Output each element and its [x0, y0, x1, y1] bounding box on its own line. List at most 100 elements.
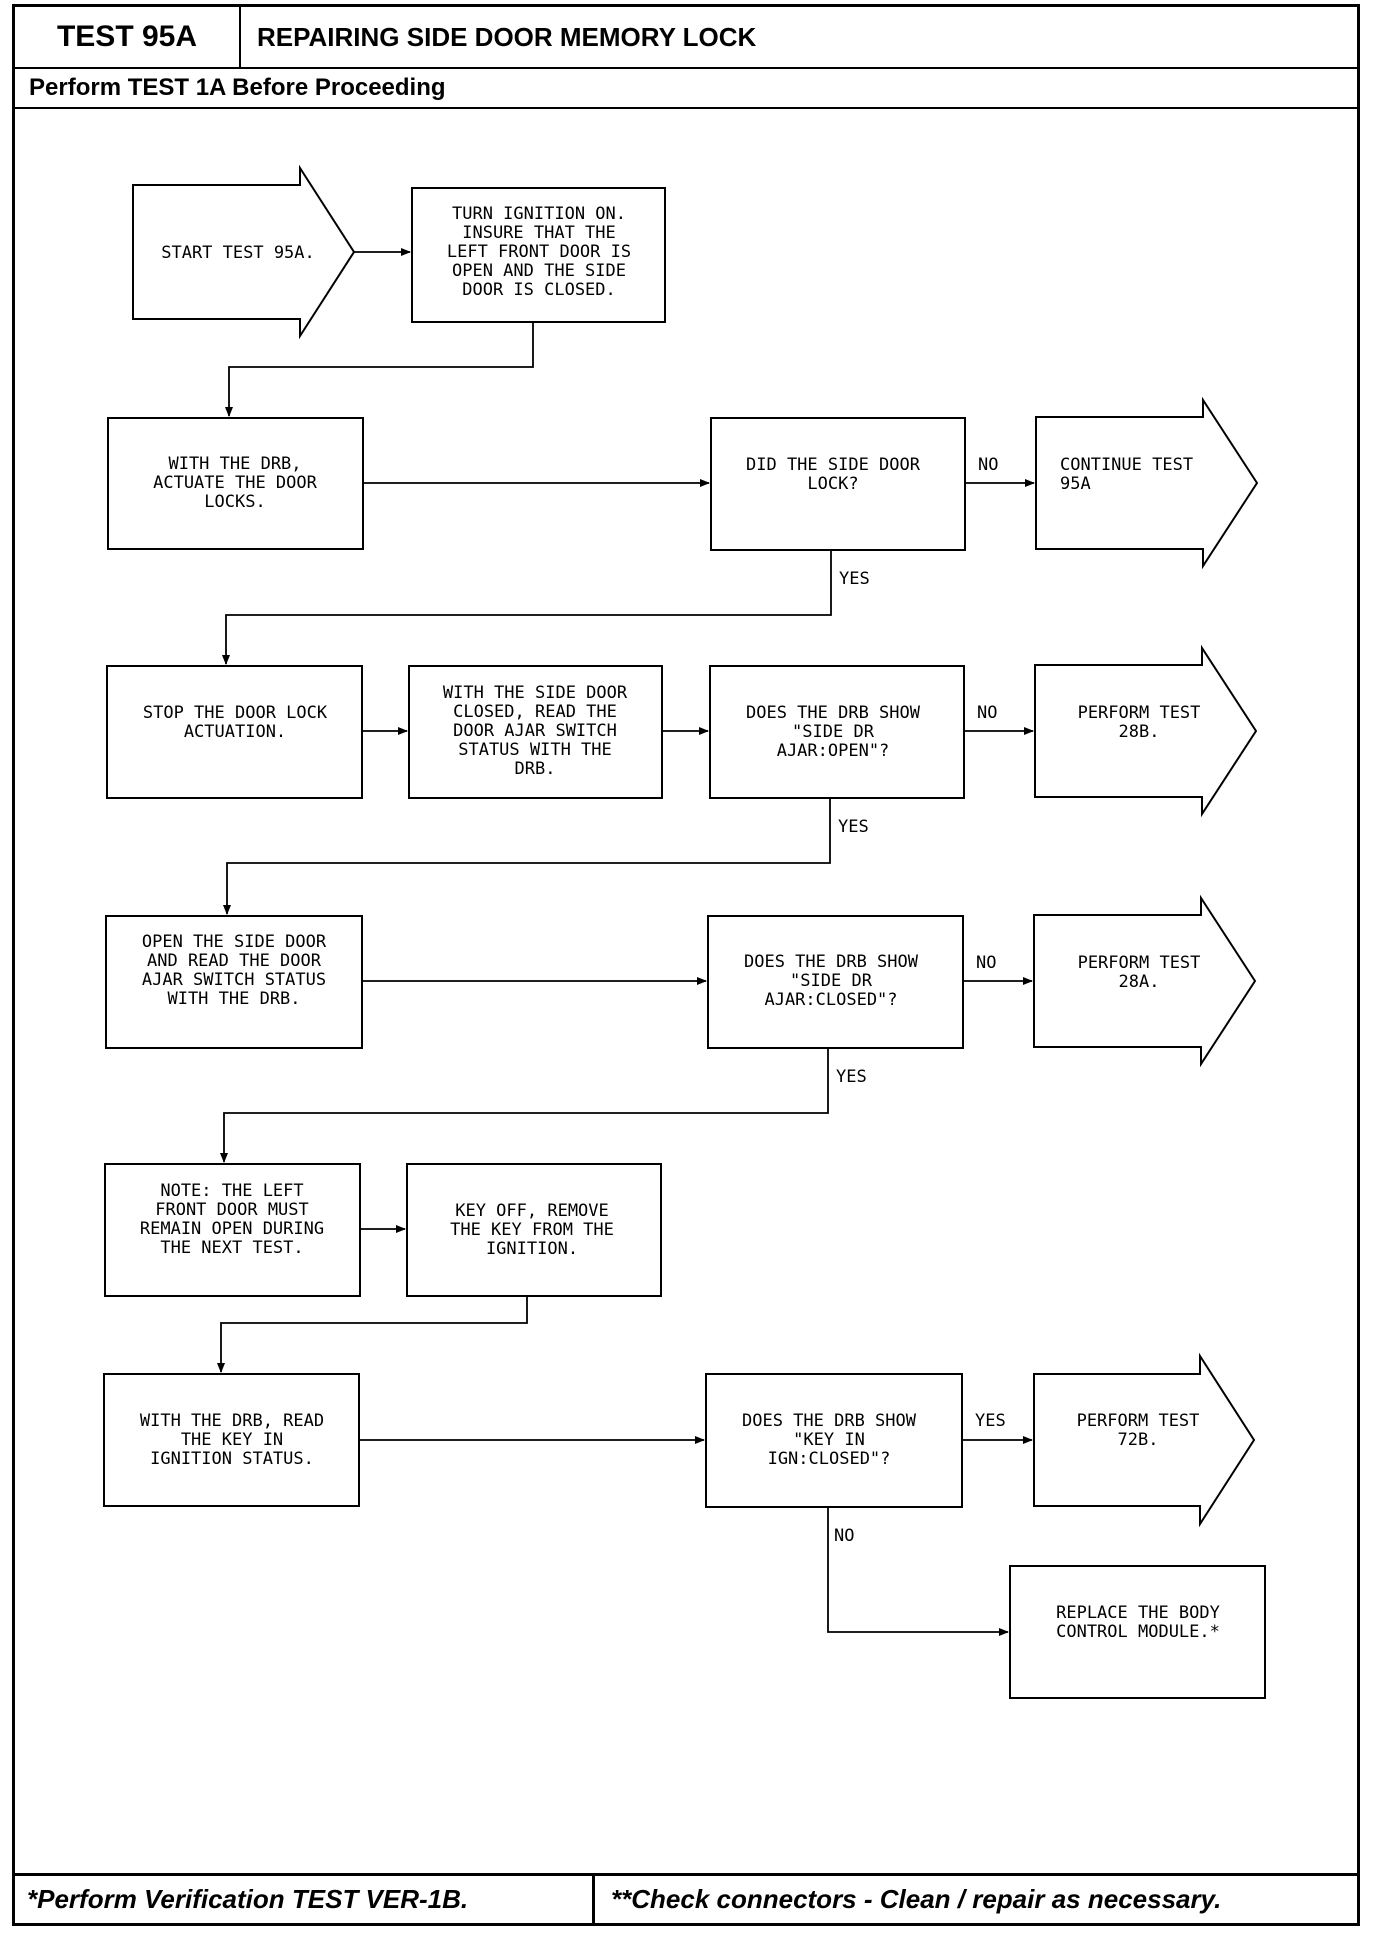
- text-line: IGNITION STATUS.: [150, 1449, 314, 1469]
- verification-note: *Perform Verification TEST VER-1B.: [15, 1876, 595, 1923]
- q1-no-label: NO: [978, 455, 998, 475]
- step7-box: [406, 1163, 662, 1297]
- text-line: WITH THE DRB, READ: [140, 1411, 324, 1431]
- text-line: IGN:CLOSED"?: [768, 1449, 891, 1469]
- text-line: LEFT FRONT DOOR IS: [447, 242, 631, 262]
- text-line: THE KEY IN: [181, 1430, 283, 1450]
- text-line: ACTUATION.: [184, 722, 286, 742]
- connector-q4-no: [827, 1507, 1009, 1636]
- text-line: "KEY IN: [793, 1430, 865, 1450]
- text-line: FRONT DOOR MUST: [155, 1200, 309, 1220]
- text-line: STOP THE DOOR LOCK: [143, 703, 328, 723]
- text-line: AJAR SWITCH STATUS: [142, 970, 326, 990]
- q4-box: [705, 1373, 963, 1508]
- final-box: [1009, 1565, 1266, 1699]
- footer: *Perform Verification TEST VER-1B. **Che…: [15, 1873, 1357, 1923]
- text-line: AJAR:CLOSED"?: [764, 990, 897, 1010]
- header-row: TEST 95A REPAIRING SIDE DOOR MEMORY LOCK: [15, 7, 1357, 69]
- text-line: REMAIN OPEN DURING: [140, 1219, 324, 1239]
- q2-box: [709, 665, 965, 799]
- text-line: 72B.: [1118, 1430, 1159, 1450]
- text-line: START TEST 95A.: [161, 243, 315, 263]
- text-line: OPEN THE SIDE DOOR: [142, 932, 327, 952]
- text-line: THE NEXT TEST.: [160, 1238, 303, 1258]
- text-line: LOCKS.: [204, 492, 265, 512]
- q4-yes-label: YES: [975, 1411, 1006, 1431]
- test-number: TEST 95A: [15, 7, 241, 67]
- step2-box: [107, 417, 364, 550]
- text-line: PERFORM TEST: [1078, 703, 1201, 723]
- text-line: INSURE THAT THE: [462, 223, 616, 243]
- text-line: 95A: [1060, 474, 1091, 494]
- text-line: 28A.: [1119, 972, 1160, 992]
- text-line: 28B.: [1119, 722, 1160, 742]
- q3-yes-label: YES: [836, 1067, 867, 1087]
- text-line: REPLACE THE BODY: [1056, 1603, 1220, 1623]
- connector-step1-to-step2: [225, 322, 534, 417]
- text-line: TURN IGNITION ON.: [452, 204, 626, 224]
- text-line: DID THE SIDE DOOR: [746, 455, 921, 475]
- text-line: WITH THE DRB,: [168, 454, 301, 474]
- q2-yes-label: YES: [838, 817, 869, 837]
- q1-yes-label: YES: [839, 569, 870, 589]
- text-line: CLOSED, READ THE: [453, 702, 617, 722]
- text-line: DOOR AJAR SWITCH: [453, 721, 617, 741]
- q3-no-label: NO: [976, 953, 996, 973]
- text-line: PERFORM TEST: [1078, 953, 1201, 973]
- connector-step7-to-step8: [217, 1296, 528, 1373]
- text-line: AJAR:OPEN"?: [777, 741, 890, 761]
- start-arrow: START TEST 95A.: [132, 164, 356, 340]
- connector-note: **Check connectors - Clean / repair as n…: [611, 1884, 1222, 1914]
- test-frame: TEST 95A REPAIRING SIDE DOOR MEMORY LOCK…: [12, 4, 1360, 1926]
- connectors: [217, 248, 1035, 1636]
- text-line: DOOR IS CLOSED.: [462, 280, 616, 300]
- step3-box: [106, 665, 363, 799]
- text-line: WITH THE SIDE DOOR: [443, 683, 628, 703]
- step6-box: [104, 1163, 361, 1297]
- text-line: PERFORM TEST: [1077, 1411, 1200, 1431]
- text-line: DRB.: [515, 759, 556, 779]
- q2-no-label: NO: [977, 703, 997, 723]
- text-line: ACTUATE THE DOOR: [153, 473, 318, 493]
- connector-q1-yes: [222, 550, 832, 665]
- text-line: "SIDE DR: [790, 971, 873, 991]
- step5-box: [105, 915, 363, 1049]
- step1-box: [411, 187, 666, 323]
- text-line: KEY OFF, REMOVE: [455, 1201, 609, 1221]
- text-line: IGNITION.: [486, 1239, 578, 1259]
- text-line: AND READ THE DOOR: [147, 951, 322, 971]
- q1-box: [710, 417, 966, 551]
- start-text: START TEST 95A.: [161, 243, 315, 263]
- q3-box: [707, 915, 964, 1049]
- text-line: CONTINUE TEST: [1060, 455, 1193, 475]
- text-line: NOTE: THE LEFT: [160, 1181, 303, 1201]
- step4-box: [408, 665, 663, 799]
- connector-q2-yes: [223, 798, 831, 915]
- text-line: THE KEY FROM THE: [450, 1220, 614, 1240]
- prerequisite-row: Perform TEST 1A Before Proceeding: [15, 69, 1357, 109]
- q4-no-label: NO: [834, 1526, 854, 1546]
- text-line: "SIDE DR: [792, 722, 875, 742]
- text-line: LOCK?: [807, 474, 858, 494]
